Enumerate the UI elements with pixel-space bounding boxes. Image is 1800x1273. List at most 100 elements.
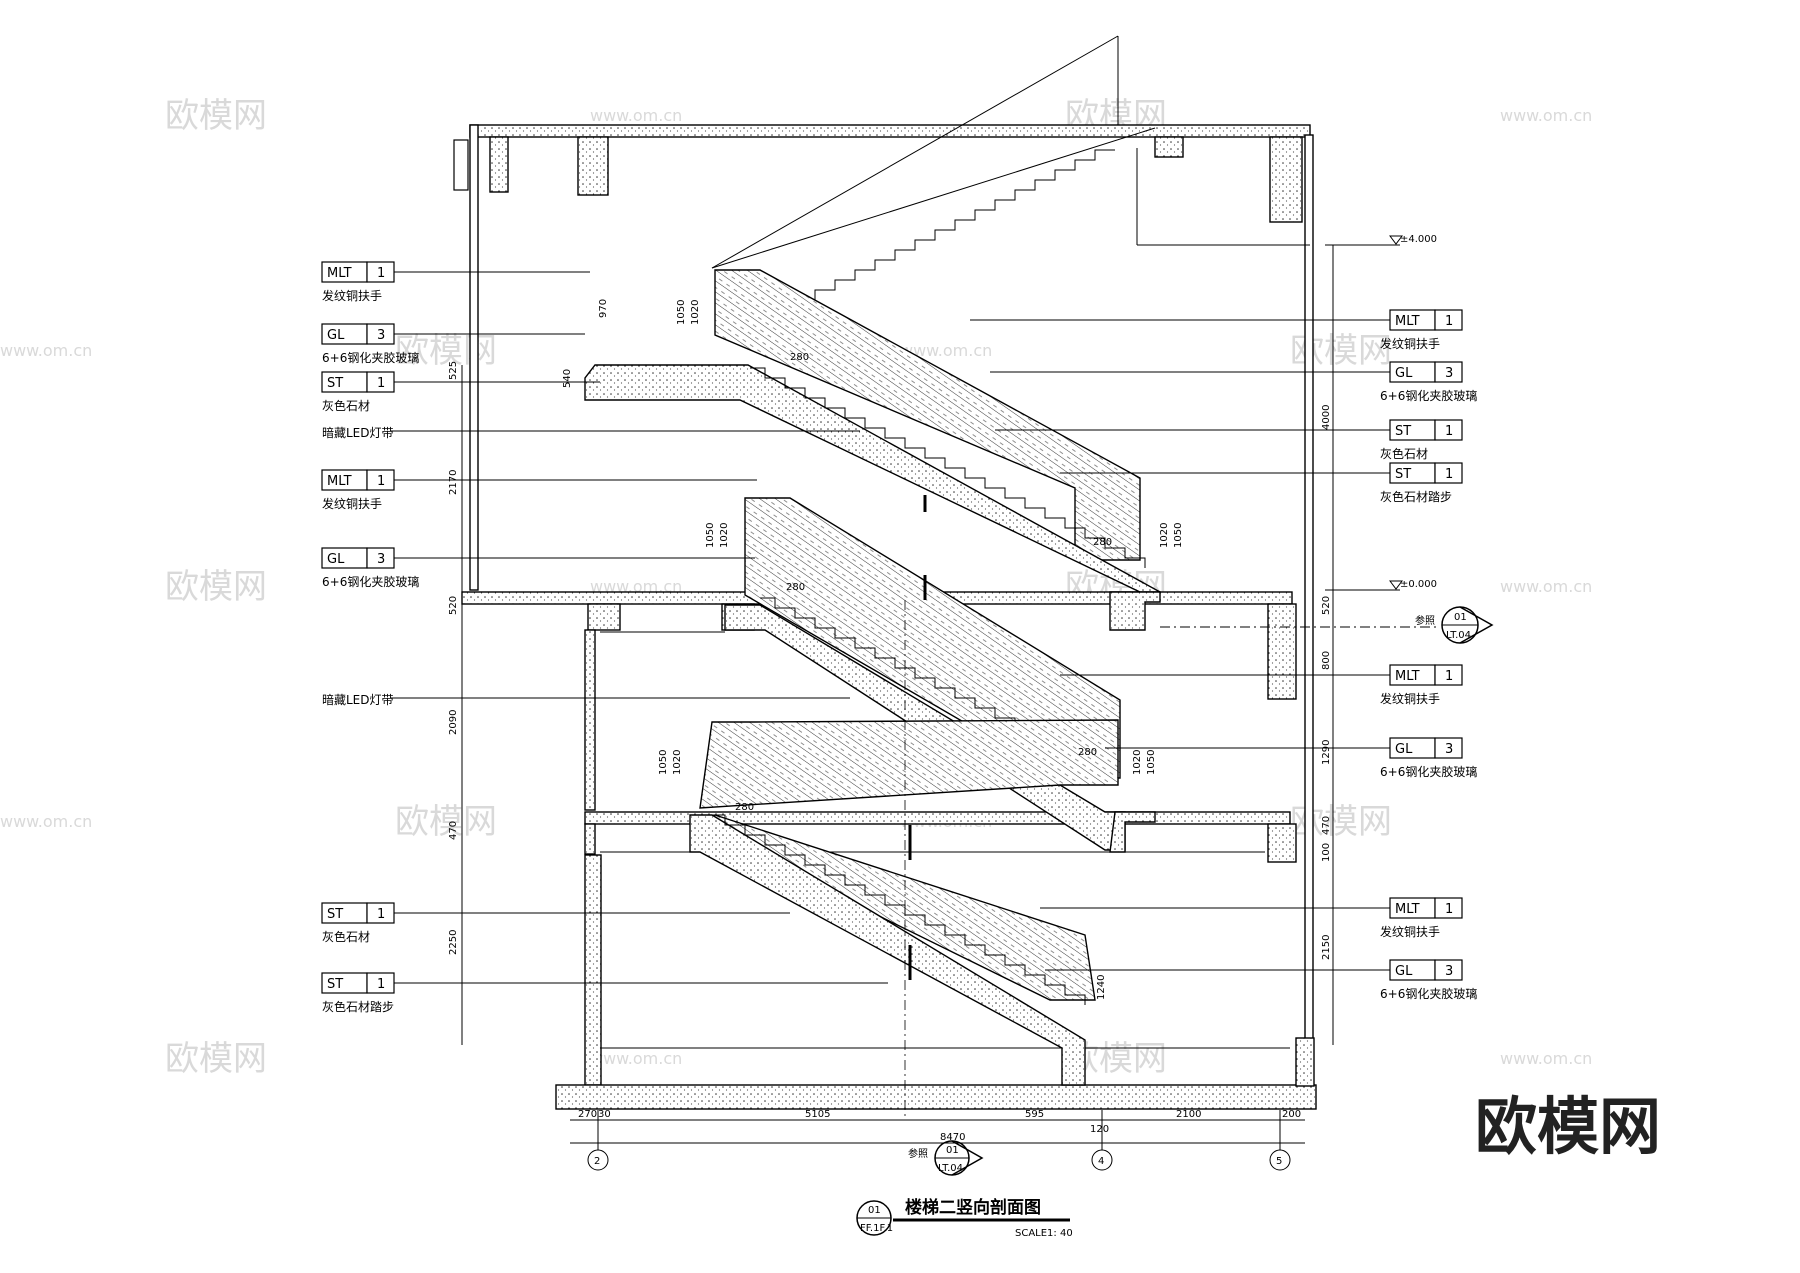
left-tag-1: GL 3 6+6钢化夹胶玻璃 [321, 323, 585, 365]
tag-number: 1 [1445, 424, 1453, 439]
svg-text:1020: 1020 [719, 523, 730, 548]
svg-text:1240: 1240 [1096, 975, 1107, 1000]
dim-left-6: 2250 [448, 930, 459, 955]
stair-flights [584, 269, 1161, 1120]
svg-text:280: 280 [1093, 537, 1112, 548]
drawing-title: 楼梯二竖向剖面图 [905, 1197, 1041, 1218]
brand-logo: 欧模网 [1475, 1090, 1661, 1163]
tag-note: 6+6钢化夹胶玻璃 [322, 350, 419, 365]
dim-right-4: 1290 [1321, 740, 1332, 765]
grid-axis-4 [1091, 1149, 1113, 1171]
tag-number: 3 [377, 328, 385, 343]
svg-text:www.om.cn: www.om.cn [590, 106, 682, 125]
roof-slab [469, 124, 1311, 138]
dim-right-3: 800 [1321, 651, 1332, 670]
svg-text:120: 120 [1090, 1124, 1109, 1135]
svg-text:1050: 1050 [658, 750, 669, 775]
svg-text:1020: 1020 [690, 300, 701, 325]
grid-axis-2 [587, 1149, 609, 1171]
right-tag-7: GL 3 6+6钢化夹胶玻璃 [1045, 959, 1477, 1001]
svg-text:540: 540 [562, 369, 573, 388]
tag-code: ST [327, 907, 343, 922]
tag-number: 1 [377, 907, 385, 922]
tag-code: GL [1395, 964, 1413, 979]
dim-right-6: 100 [1321, 843, 1332, 862]
svg-text:4: 4 [1098, 1156, 1104, 1167]
svg-text:1020: 1020 [1132, 750, 1143, 775]
tag-code: GL [1395, 366, 1413, 381]
svg-text:970: 970 [598, 299, 609, 318]
grid-axis-5 [1269, 1149, 1291, 1171]
dim-left-5: 470 [448, 821, 459, 840]
tag-number: 3 [1445, 366, 1453, 381]
tag-note: 发纹铜扶手 [322, 496, 382, 511]
tag-code: MLT [327, 266, 352, 281]
left-tag-6: 暗藏LED灯带 [322, 692, 850, 707]
dim-right-7: 2150 [1321, 935, 1332, 960]
tag-note: 灰色石材踏步 [1380, 490, 1452, 504]
dim-left-1: 525 [448, 361, 459, 380]
svg-text:280: 280 [786, 582, 805, 593]
svg-text:参照: 参照 [908, 1147, 928, 1160]
tag-number: 3 [1445, 964, 1453, 979]
dim-left-3: 520 [448, 596, 459, 615]
svg-text:www.om.cn: www.om.cn [900, 341, 992, 360]
svg-text:欧模网: 欧模网 [395, 802, 497, 842]
tag-note: 发纹铜扶手 [322, 288, 382, 303]
left-tag-3: 暗藏LED灯带 [322, 425, 860, 440]
svg-text:8470: 8470 [940, 1132, 965, 1143]
tag-note: 6+6钢化夹胶玻璃 [1380, 986, 1477, 1001]
reference-marker-right: 参照 01 LT.04 [1160, 606, 1494, 644]
svg-text:www.om.cn: www.om.cn [1500, 1049, 1592, 1068]
svg-text:www.om.cn: www.om.cn [590, 1049, 682, 1068]
tag-code: GL [327, 552, 345, 567]
svg-text:2: 2 [594, 1156, 600, 1167]
upper-stair-steps [780, 149, 1115, 311]
tag-note: 发纹铜扶手 [1380, 336, 1440, 351]
svg-text:595: 595 [1025, 1109, 1044, 1120]
svg-text:www.om.cn: www.om.cn [1500, 106, 1592, 125]
tag-number: 1 [377, 977, 385, 992]
tag-note: 灰色石材 [322, 399, 370, 413]
elevation-zero: ±0.000 [1400, 579, 1437, 590]
svg-text:280: 280 [790, 352, 809, 363]
svg-text:1050: 1050 [1173, 523, 1184, 548]
tag-code: MLT [327, 474, 352, 489]
svg-text:5105: 5105 [805, 1109, 830, 1120]
tag-number: 1 [377, 376, 385, 391]
dim-right-2: 520 [1321, 596, 1332, 615]
svg-text:欧模网: 欧模网 [395, 331, 497, 371]
left-dimension-chain: 525 2170 520 2090 470 2250 [448, 361, 463, 1045]
svg-text:1020: 1020 [672, 750, 683, 775]
svg-text:www.om.cn: www.om.cn [590, 577, 682, 596]
dim-right-5: 470 [1321, 816, 1332, 835]
railing-dimensions: 1050 1020 970 540 1050 1020 1020 1050 10… [562, 299, 1184, 1000]
tag-code: ST [327, 977, 343, 992]
tag-code: GL [327, 328, 345, 343]
svg-text:欧模网: 欧模网 [165, 1039, 267, 1079]
svg-text:280: 280 [1078, 747, 1097, 758]
tag-code: ST [1395, 467, 1411, 482]
glass-balustrade-b [744, 497, 1121, 779]
tag-code: MLT [1395, 902, 1420, 917]
tag-code: ST [1395, 424, 1411, 439]
left-tag-7: ST 1 灰色石材 [321, 902, 790, 944]
svg-text:5: 5 [1276, 1156, 1282, 1167]
glass-balustrade-a [714, 269, 1141, 561]
svg-text:FF.1F.1: FF.1F.1 [860, 1223, 893, 1234]
svg-text:270: 270 [578, 1109, 597, 1120]
svg-text:www.om.cn: www.om.cn [0, 341, 92, 360]
tag-note: 灰色石材 [322, 930, 370, 944]
elevation-top: ±4.000 [1400, 234, 1437, 245]
